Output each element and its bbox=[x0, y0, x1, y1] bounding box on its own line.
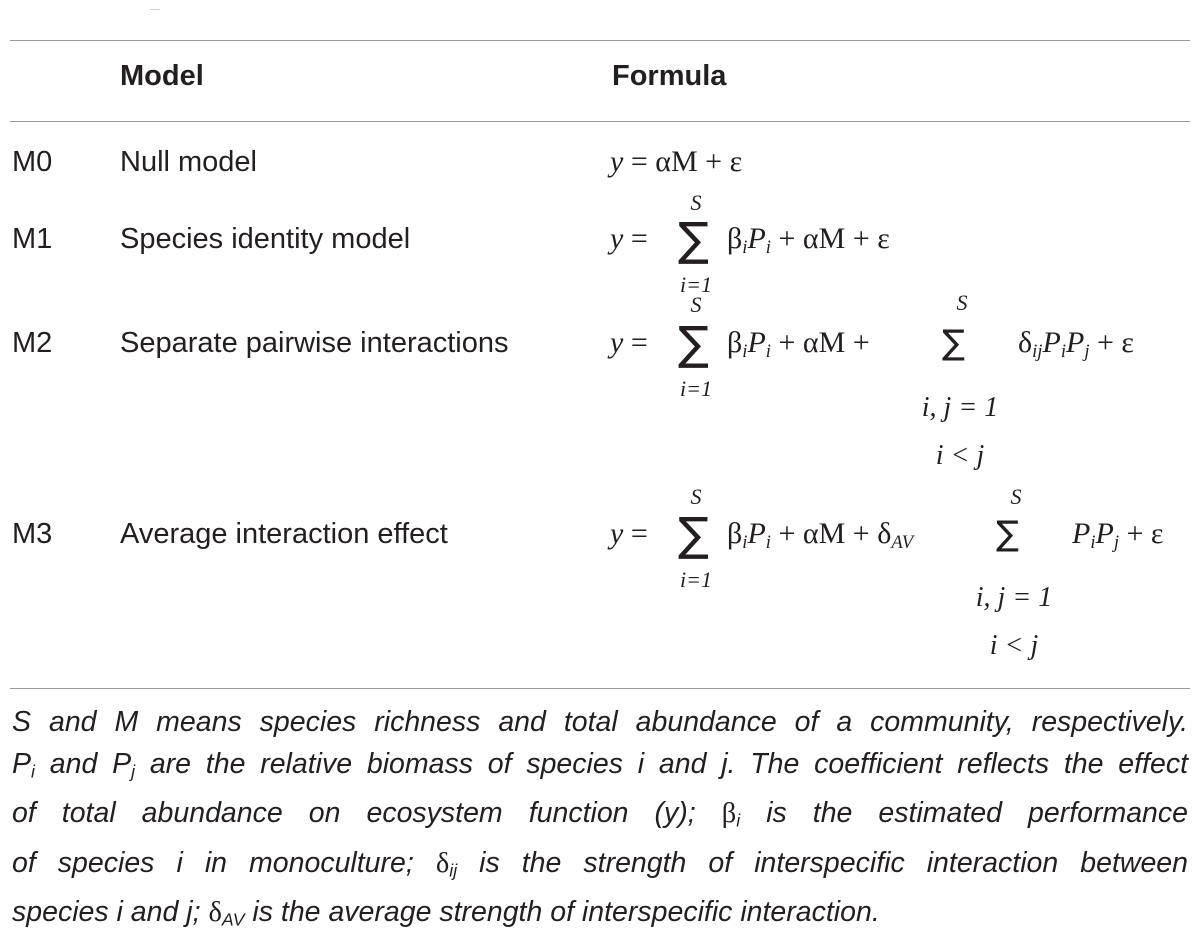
sum-symbol: ∑ bbox=[678, 316, 709, 370]
table-top-rule bbox=[10, 40, 1190, 41]
sum-symbol-pair: ∑ bbox=[942, 323, 965, 363]
row-code-m1: M1 bbox=[12, 223, 53, 255]
row-code-m0: M0 bbox=[12, 146, 53, 178]
footnote-line-4: of species i in monoculture; δij is the … bbox=[12, 846, 1189, 881]
row-code-m2: M2 bbox=[12, 327, 53, 359]
formula-m0: y = αM + ε bbox=[610, 145, 743, 178]
row-name-m0: Null model bbox=[120, 146, 257, 178]
header-model: Model bbox=[120, 60, 204, 92]
row-name-m3: Average interaction effect bbox=[120, 518, 448, 550]
footnote-line-5: species i and j; δAV is the average stre… bbox=[12, 896, 880, 930]
crop-mark bbox=[150, 9, 160, 10]
row-name-m1: Species identity model bbox=[120, 223, 411, 255]
row-name-m2: Separate pairwise interactions bbox=[120, 327, 509, 359]
sum-symbol-pair: ∑ bbox=[996, 514, 1019, 554]
table-header-rule bbox=[10, 121, 1190, 122]
row-code-m3: M3 bbox=[12, 518, 53, 550]
footnote-line-2: Pi and Pj are the relative biomass of sp… bbox=[12, 748, 1188, 782]
sum-symbol: ∑ bbox=[678, 212, 709, 266]
footnote-line-1: S and M means species richness and total… bbox=[12, 706, 1188, 738]
footnote-line-3: of total abundance on ecosystem function… bbox=[12, 797, 1189, 831]
table-bottom-rule bbox=[10, 688, 1190, 689]
sum-symbol: ∑ bbox=[678, 507, 709, 561]
table-footnote: S and M means species richness and total… bbox=[12, 701, 1188, 941]
header-formula: Formula bbox=[612, 60, 727, 92]
